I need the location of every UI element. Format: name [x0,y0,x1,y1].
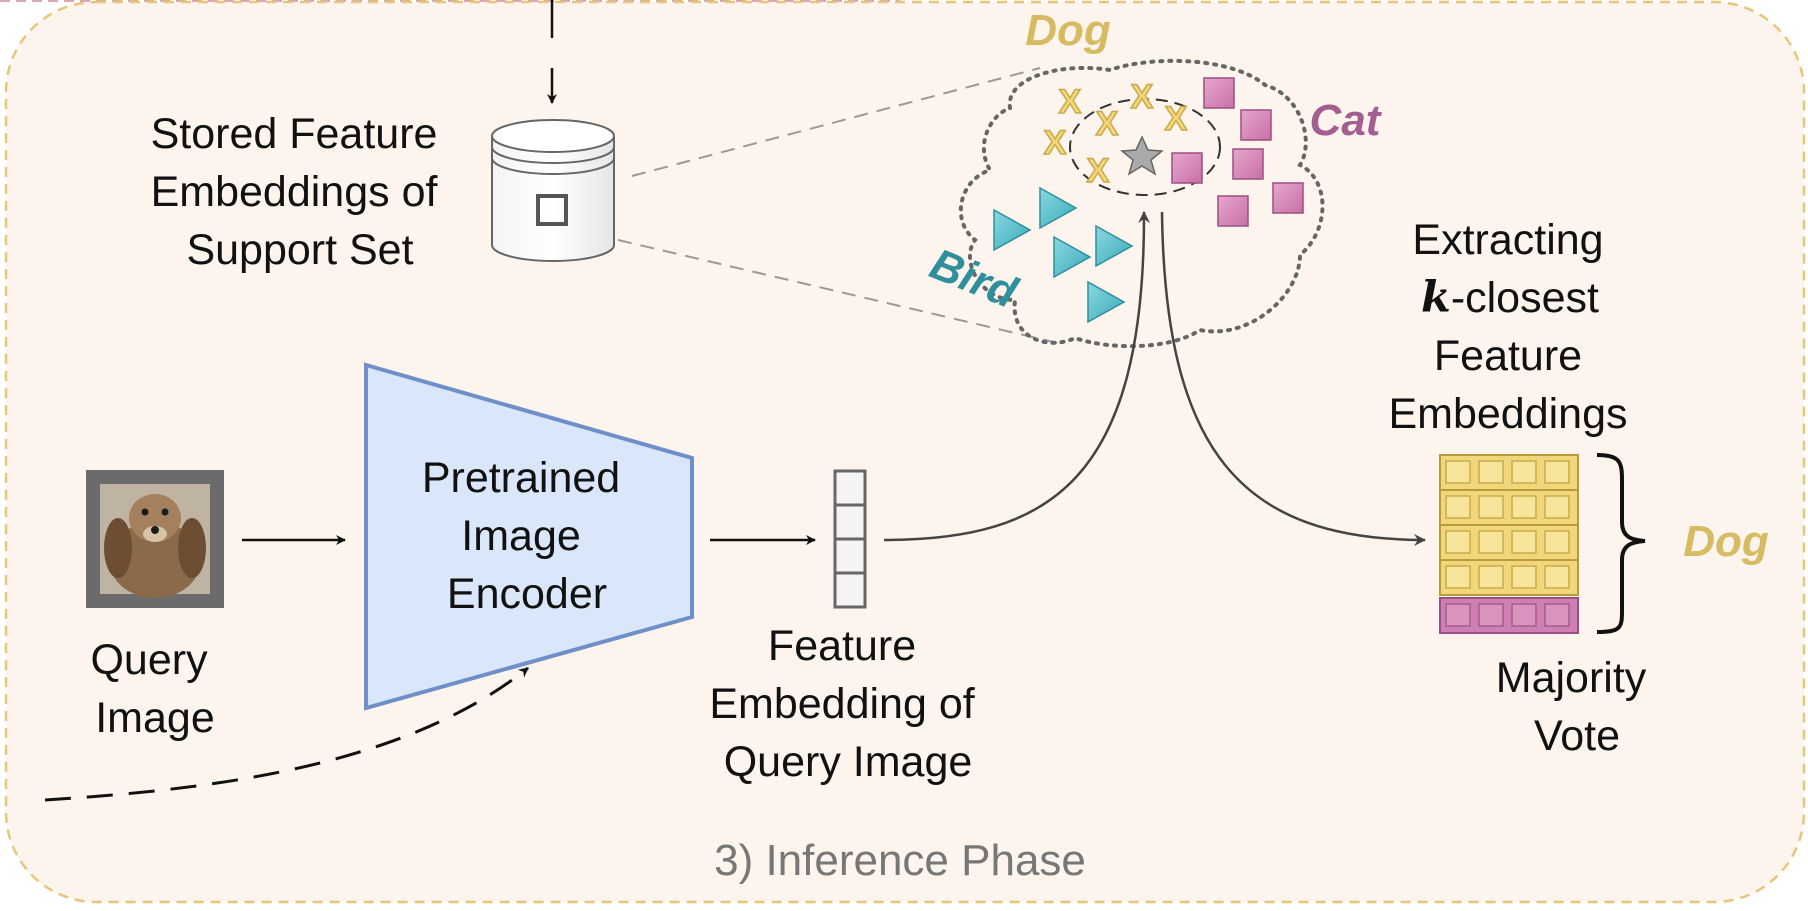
cat-point [1171,152,1203,184]
stored-embeddings-label: Stored Feature Embeddings of Support Set [151,110,450,274]
k-closest-grid [1439,454,1579,634]
encoder-label: Pretrained Image Encoder [422,454,632,618]
space-to-vote-curve [1160,211,1426,546]
neighborhood-ellipse [1069,98,1221,196]
dog-point: X [1131,78,1154,116]
svg-text:Feature: Feature [1434,332,1582,380]
zoom-lines [617,67,1063,345]
bird-point [1053,235,1092,279]
bird-point [993,208,1032,252]
dog-class-label: Dog [1025,6,1111,55]
svg-text:k-closest: k-closest [1421,273,1599,323]
dog-point: X [1044,124,1067,162]
feature-embedding-label: Feature Embedding of Query Image [709,622,986,786]
feature-vector [833,469,867,609]
cat-point [1240,109,1272,141]
dog-photo [86,470,224,608]
star-icon [1120,135,1164,176]
query-to-space-curve [883,211,1151,542]
cat-cluster [1171,77,1304,227]
cat-point [1217,195,1249,227]
svg-text:Extracting: Extracting [1412,216,1603,264]
phase-title: 3) Inference Phase [714,836,1086,885]
bracket-icon [1596,453,1646,634]
database-icon [491,119,615,262]
dog-point: X [1165,100,1188,138]
svg-text:Embeddings: Embeddings [1388,390,1627,438]
cat-point [1272,182,1304,214]
extracting-label: Extracting k-closest Feature Embeddings [1388,216,1627,438]
image-encoder-block [364,362,694,711]
bird-cluster [993,186,1134,324]
cat-point [1232,148,1264,180]
dog-cluster: X X X X X X [1043,77,1189,191]
majority-vote-label: Majority Vote [1496,654,1658,760]
pretrained-weights-curve [44,666,529,802]
dog-point: X [1059,83,1082,121]
predicted-class: Dog [1683,517,1769,566]
dog-point: X [1087,152,1110,190]
cat-point [1203,77,1235,109]
embedding-space-cloud [958,58,1325,349]
dog-point: X [1096,105,1119,143]
query-image-label: Query Image [90,636,219,742]
bird-point [1095,224,1134,268]
bird-point [1087,280,1126,324]
cat-class-label: Cat [1310,96,1383,145]
bird-point [1039,186,1078,230]
